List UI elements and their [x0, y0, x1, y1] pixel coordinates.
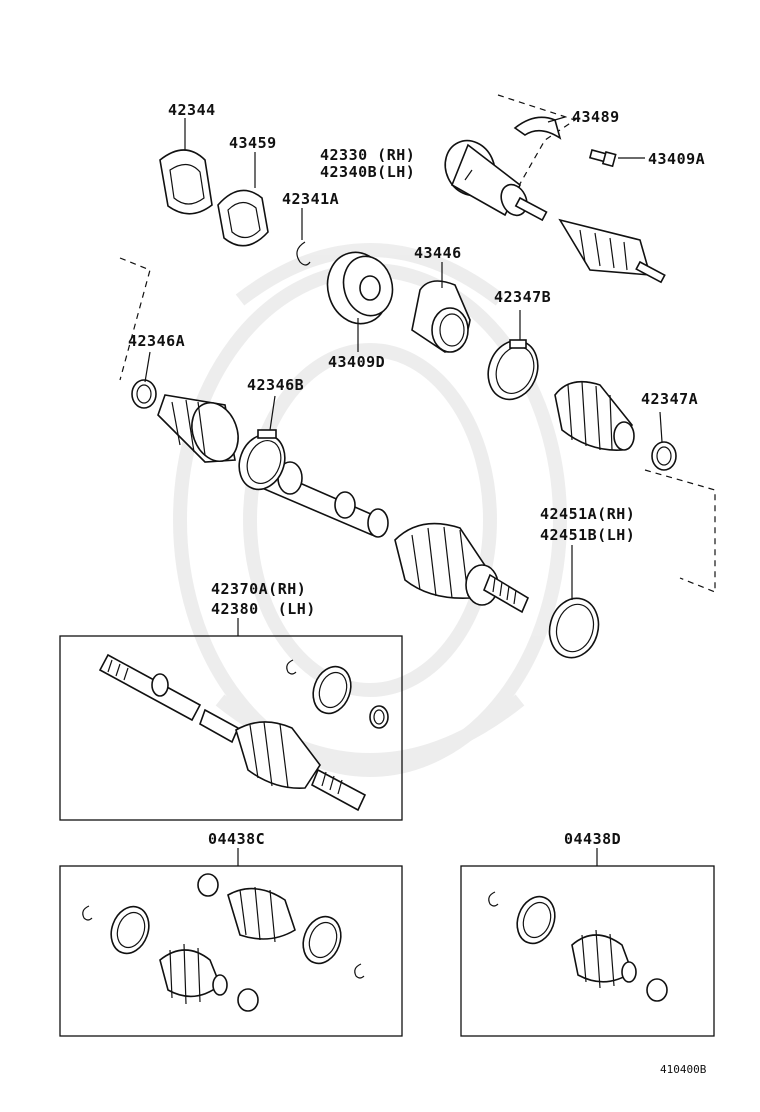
clamp-42346a[interactable] — [131, 379, 157, 409]
label-42370a: 42370A(RH) — [211, 580, 306, 598]
label-42347a: 42347A — [641, 390, 698, 408]
label-42451a: 42451A(RH) — [540, 505, 635, 523]
dust-shield-42344[interactable] — [159, 149, 213, 215]
label-42341a: 42341A — [282, 190, 339, 208]
boot-kit-04438d[interactable] — [488, 891, 668, 1002]
label-42380: 42380 (LH) — [211, 600, 316, 618]
label-42346a: 42346A — [128, 332, 185, 350]
boot-kit-04438c[interactable] — [82, 873, 365, 1012]
snap-ring-42341a[interactable] — [296, 241, 311, 266]
bolt-43409a[interactable] — [588, 149, 617, 168]
ring-43459[interactable] — [217, 189, 269, 247]
label-42347b: 42347B — [494, 288, 551, 306]
box-04438d — [460, 865, 715, 1037]
clamp-box1[interactable] — [307, 661, 357, 718]
bracket-43446[interactable] — [411, 280, 471, 353]
clamp-42346b[interactable] — [232, 428, 292, 496]
label-42330: 42330 (RH) — [320, 146, 415, 164]
seal-42451[interactable] — [543, 593, 605, 663]
snap-ring-box1[interactable] — [286, 659, 297, 675]
label-43409a: 43409A — [648, 150, 705, 168]
small-clamp-box1[interactable] — [369, 705, 389, 729]
label-43459: 43459 — [229, 134, 277, 152]
clamp-42347b[interactable] — [480, 334, 546, 407]
leader-lines — [144, 116, 663, 866]
box-42370a — [59, 635, 403, 821]
label-43489: 43489 — [572, 108, 620, 126]
boot-42347a[interactable] — [554, 380, 635, 451]
label-42344: 42344 — [168, 101, 216, 119]
label-42346b: 42346B — [247, 376, 304, 394]
upper-shaft-assembly[interactable] — [436, 94, 666, 284]
watermark-emblem — [173, 243, 567, 777]
clip-43489[interactable] — [513, 116, 562, 140]
shaft-assembly-42370a[interactable] — [98, 653, 367, 812]
box-04438c — [59, 865, 403, 1037]
label-42340b: 42340B(LH) — [320, 163, 415, 181]
label-43409d: 43409D — [328, 353, 385, 371]
clamp-42347a-small[interactable] — [651, 441, 677, 471]
main-drive-shaft[interactable] — [157, 394, 530, 614]
label-04438c: 04438C — [208, 830, 265, 848]
label-43446: 43446 — [414, 244, 462, 262]
label-04438d: 04438D — [564, 830, 621, 848]
label-42451b: 42451B(LH) — [540, 526, 635, 544]
bearing-43409d[interactable] — [320, 245, 399, 330]
figure-number: 410400B — [660, 1063, 707, 1076]
